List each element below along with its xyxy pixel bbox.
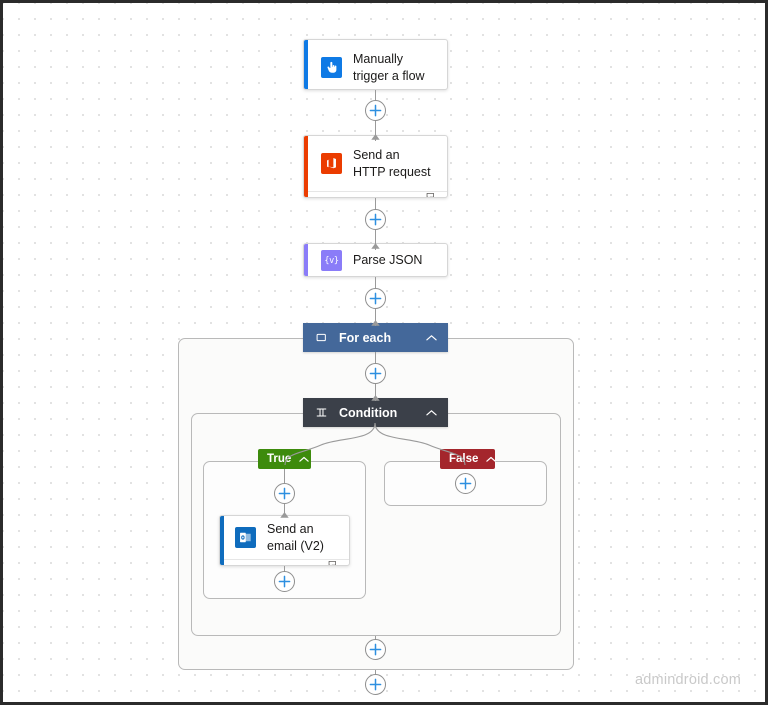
chevron-up-icon[interactable] <box>426 334 437 342</box>
office365-icon <box>321 153 342 175</box>
loop-icon <box>316 332 327 343</box>
foreach-title: For each <box>339 330 392 345</box>
add-step-after-http[interactable] <box>365 209 386 230</box>
manual-trigger-icon <box>321 57 342 79</box>
send-email-card-main: Send an email (V2) <box>224 516 349 559</box>
condition-title: Condition <box>339 405 398 420</box>
connector-true-plus-to-email <box>284 504 285 517</box>
json-icon: {v} <box>321 250 342 271</box>
http-card-title: Send an HTTP request <box>353 148 431 179</box>
arrow-http-to-json <box>370 239 381 257</box>
add-step-true-after-email[interactable] <box>274 571 295 592</box>
false-branch-label: False <box>449 453 479 465</box>
add-step-flow-bottom[interactable] <box>365 674 386 695</box>
chevron-up-icon[interactable] <box>299 456 310 463</box>
add-step-foreach-bottom[interactable] <box>365 639 386 660</box>
arrow-foreach-to-condition <box>370 391 381 409</box>
trigger-card[interactable]: Manually trigger a flow <box>303 39 448 90</box>
add-step-after-json[interactable] <box>365 288 386 309</box>
send-email-accent-bar <box>220 516 224 565</box>
watermark: admindroid.com <box>635 672 741 688</box>
chevron-up-icon[interactable] <box>486 456 497 463</box>
parse-json-card-main: {v} Parse JSON <box>308 244 447 276</box>
http-action-card[interactable]: Send an HTTP request <box>303 135 448 198</box>
json-glyph: {v} <box>324 255 339 266</box>
condition-icon <box>316 407 327 418</box>
chevron-up-icon[interactable] <box>426 409 437 417</box>
http-accent-bar <box>304 136 308 197</box>
trigger-card-title: Manually trigger a flow <box>353 52 425 83</box>
send-email-card-body: Send an email (V2) <box>224 516 349 565</box>
arrow-true-plus-to-email <box>279 508 290 526</box>
add-step-inside-foreach[interactable] <box>365 363 386 384</box>
add-step-true-before-email[interactable] <box>274 483 295 504</box>
condition-branch-connectors <box>284 422 466 466</box>
send-email-card[interactable]: Send an email (V2) <box>219 515 350 566</box>
parse-json-card-title: Parse JSON <box>353 253 423 268</box>
http-card-body: Send an HTTP request <box>308 136 447 197</box>
send-email-card-title: Send an email (V2) <box>267 522 324 553</box>
send-email-card-footer <box>224 559 349 565</box>
parse-json-card-body: {v} Parse JSON <box>308 244 447 276</box>
http-card-footer <box>308 191 447 197</box>
arrow-json-to-foreach <box>370 316 381 334</box>
comments-icon[interactable] <box>426 192 438 197</box>
condition-header[interactable]: Condition <box>303 398 448 427</box>
connector-foreach-to-flow-bottom <box>375 670 376 677</box>
http-card-main: Send an HTTP request <box>308 136 447 191</box>
parse-json-accent-bar <box>304 244 308 276</box>
arrow-trigger-to-http <box>370 130 381 148</box>
add-step-after-trigger[interactable] <box>365 100 386 121</box>
comments-icon[interactable] <box>328 560 340 565</box>
trigger-accent-bar <box>304 40 308 89</box>
connector-true-badge-to-plus <box>284 469 285 483</box>
trigger-card-body: Manually trigger a flow <box>308 40 447 89</box>
outlook-icon <box>235 527 256 549</box>
trigger-card-main: Manually trigger a flow <box>308 40 447 89</box>
connector-email-to-plus <box>284 566 285 575</box>
add-step-false-branch[interactable] <box>455 473 476 494</box>
foreach-header[interactable]: For each <box>303 323 448 352</box>
